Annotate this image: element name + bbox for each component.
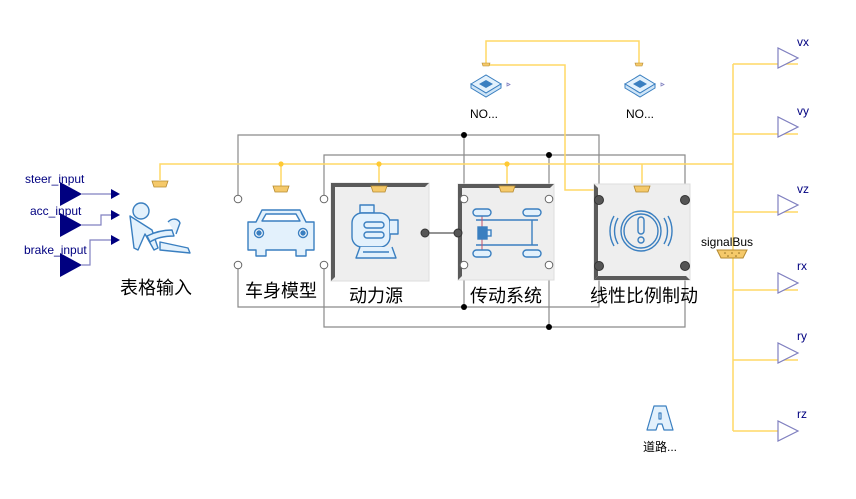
input-ports (60, 182, 120, 277)
bus-connector[interactable] (272, 185, 290, 193)
vx-label: vx (797, 35, 809, 49)
mechanical-wires (237, 134, 686, 328)
drivetrain-label: 传动系统 (470, 286, 542, 307)
linear-brake-label: 线性比例制动 (590, 286, 698, 307)
rz-label: rz (797, 407, 807, 421)
bus-connector[interactable] (633, 185, 651, 193)
signal-junctions (278, 161, 510, 167)
wire-noise-loop[interactable] (485, 40, 640, 65)
block-vehicle-body[interactable] (233, 185, 329, 270)
noise-block-1-label: NO... (470, 107, 499, 121)
flange-ports (233, 194, 329, 270)
brake-input-port[interactable] (60, 253, 82, 277)
wire-body-right-bottom[interactable] (323, 265, 686, 328)
block-frame (593, 183, 691, 281)
wire-main-bus[interactable] (159, 163, 733, 180)
shaft-port[interactable] (420, 228, 430, 238)
wire-acc[interactable] (82, 214, 112, 226)
block-bevel (594, 184, 598, 280)
driver-seat-icon (129, 202, 191, 254)
rx-output-port[interactable] (777, 272, 800, 294)
vy-label: vy (797, 104, 809, 118)
block-road[interactable] (646, 405, 674, 431)
flange-port[interactable] (233, 194, 243, 204)
ry-output-port[interactable] (777, 342, 800, 364)
flange-port[interactable] (594, 195, 604, 205)
acc-input-port[interactable] (60, 213, 82, 237)
steer-input-port[interactable] (60, 182, 82, 206)
junction-dot (461, 304, 467, 310)
rx-label: rx (797, 259, 807, 273)
noise-block-2[interactable] (624, 62, 665, 98)
signal-bus-connector[interactable] (716, 249, 748, 259)
flange-port[interactable] (680, 261, 690, 271)
junction-dot (376, 161, 382, 167)
input-wires (82, 193, 112, 266)
arrow-head (111, 210, 120, 220)
vx-output-port[interactable] (777, 47, 800, 69)
flange-port[interactable] (544, 260, 554, 270)
block-linear-brake[interactable] (593, 183, 691, 281)
vz-output-port[interactable] (777, 194, 800, 216)
block-bevel-bottom (594, 276, 690, 280)
flange-port[interactable] (680, 195, 690, 205)
wire-body-left-top[interactable] (237, 134, 600, 199)
steer-input-label: steer_input (25, 172, 85, 186)
arrow-head (111, 189, 120, 199)
shaft-port[interactable] (453, 228, 463, 238)
chip-icon (624, 74, 665, 98)
wire-brake[interactable] (82, 239, 112, 266)
junction-dot (546, 152, 552, 158)
ry-label: ry (797, 329, 807, 343)
block-table-input[interactable] (129, 180, 191, 254)
power-source-label: 动力源 (349, 286, 403, 307)
bus-connector[interactable] (370, 185, 388, 193)
flange-port[interactable] (594, 261, 604, 271)
output-ports (777, 47, 800, 442)
junction-dot (546, 324, 552, 330)
block-frame (457, 183, 555, 281)
signal-bus-label: signalBus (701, 235, 754, 249)
flange-port[interactable] (459, 260, 469, 270)
bus-connector[interactable] (634, 62, 644, 67)
motor-icon (351, 204, 399, 259)
car-icon (247, 209, 315, 257)
vy-output-port[interactable] (777, 116, 800, 138)
vz-label: vz (797, 182, 809, 196)
flange-ports (459, 194, 554, 270)
flange-port[interactable] (319, 260, 329, 270)
bus-pins (724, 252, 740, 257)
noise-block-2-label: NO... (626, 107, 655, 121)
mechanical-junctions (461, 132, 552, 330)
junction-dot (461, 132, 467, 138)
road-label: 道路... (643, 440, 678, 454)
junction-dot (504, 161, 510, 167)
flange-port[interactable] (544, 194, 554, 204)
junction-dot (278, 161, 284, 167)
chip-icon (470, 74, 511, 98)
brake-warning-icon (609, 210, 673, 252)
flange-port[interactable] (319, 194, 329, 204)
wire-body-left-bottom[interactable] (237, 265, 600, 308)
noise-block-1[interactable] (470, 62, 511, 98)
acc-input-label: acc_input (30, 204, 82, 218)
arrow-head (111, 235, 120, 245)
vehicle-body-label: 车身模型 (245, 281, 317, 302)
wire-body-right-top[interactable] (323, 154, 686, 199)
flange-port[interactable] (459, 194, 469, 204)
block-power-source[interactable] (330, 182, 430, 282)
rz-output-port[interactable] (777, 420, 800, 442)
road-icon (646, 405, 674, 431)
bus-connector[interactable] (481, 62, 491, 67)
bus-connector[interactable] (498, 185, 516, 193)
table-input-label: 表格输入 (120, 278, 192, 299)
chassis-icon (472, 208, 542, 258)
bus-connector[interactable] (151, 180, 169, 188)
brake-input-label: brake_input (24, 243, 87, 257)
flange-port[interactable] (233, 260, 243, 270)
block-drivetrain[interactable] (453, 183, 555, 281)
flange-ports (594, 195, 690, 271)
